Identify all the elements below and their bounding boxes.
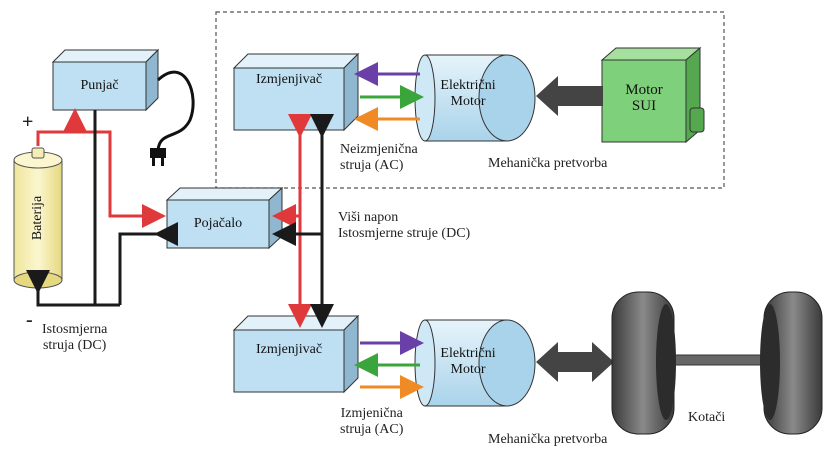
inverter-bottom-label: Izmjenjivač <box>255 342 323 357</box>
engine-label: Motor SUI <box>625 82 663 114</box>
high-voltage-label: Viši napon Istosmjerne struje (DC) <box>338 210 471 241</box>
inverter-top-label: Izmjenjivač <box>255 72 323 87</box>
battery-cylinder <box>13 147 63 289</box>
booster-label: Pojačalo <box>193 216 243 231</box>
ac-arrows-top <box>354 62 424 131</box>
generator-group-frame <box>215 11 725 189</box>
wheels-axle <box>611 291 823 435</box>
electric-motor-top <box>414 54 536 142</box>
mechanical-top-label: Mehanička pretvorba <box>488 156 608 171</box>
motor-bottom-label: Električni Motor <box>440 346 496 377</box>
plug-icon <box>150 148 166 166</box>
charger-label: Punjač <box>80 78 119 93</box>
motor-top-label: Električni Motor <box>440 78 496 109</box>
mechanical-arrow-bottom <box>536 342 614 382</box>
booster-box <box>165 186 284 250</box>
dc-battery-label: Istosmjerna struja (DC) <box>42 322 108 353</box>
electric-motor-bottom <box>414 319 536 407</box>
wheels-label: Kotači <box>688 410 726 425</box>
charger-cord <box>156 70 195 151</box>
mechanical-bottom-label: Mehanička pretvorba <box>488 432 608 447</box>
mechanical-arrow-top <box>536 76 603 116</box>
dc-wiring <box>26 108 334 328</box>
combustion-engine <box>600 46 705 144</box>
battery-label: Baterija <box>30 195 45 241</box>
minus-sign: - <box>26 309 33 331</box>
plus-sign: + <box>22 111 34 133</box>
inverter-top-box <box>232 52 360 132</box>
ac-bottom-label: Izmjenična struja (AC) <box>340 406 404 437</box>
charger-box <box>51 48 160 112</box>
ac-top-label: Neizmjenična struja (AC) <box>340 142 418 173</box>
ac-arrows-bottom <box>354 331 424 399</box>
